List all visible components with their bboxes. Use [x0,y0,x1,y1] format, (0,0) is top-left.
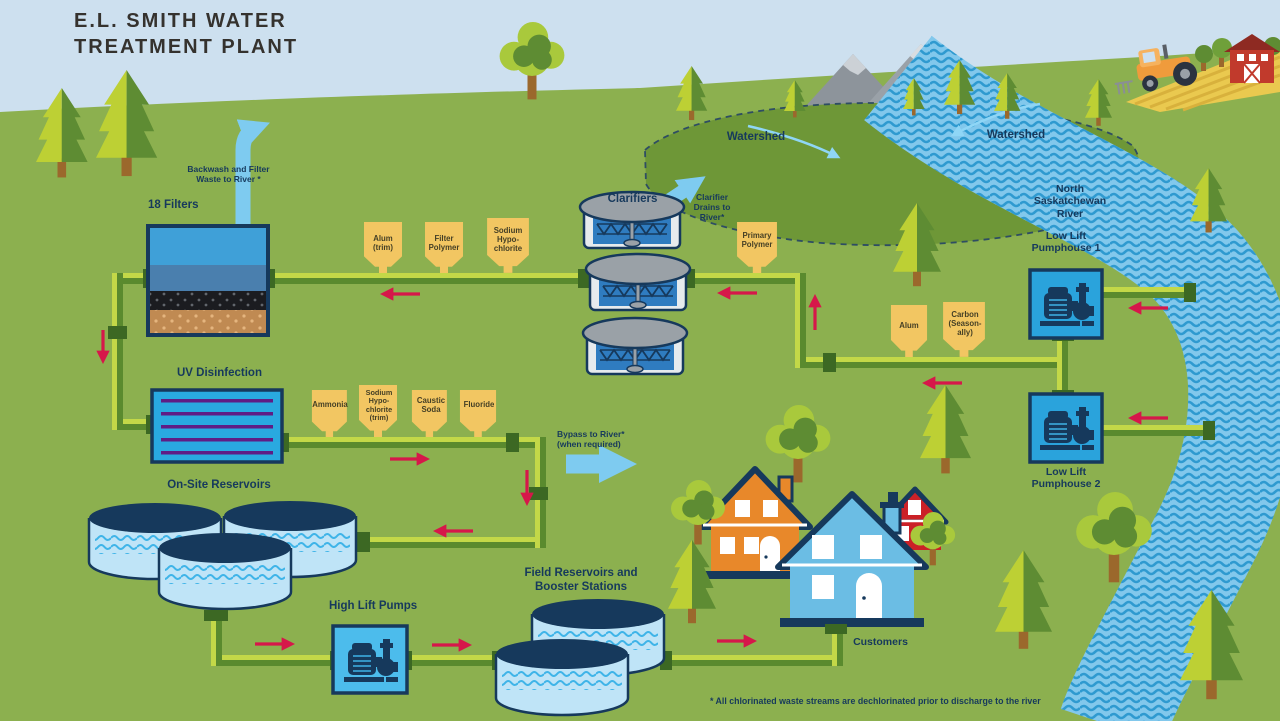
clarifiers-label: Clarifiers [607,193,658,205]
onsite-reservoir-tank [157,531,293,611]
chemical-label-fluoride: Fluoride [463,400,495,409]
chemical-label-alum-trim: Alum (trim) [373,234,393,252]
chemical-label-alum: Alum [899,321,919,330]
high-lift-pumps-label: High Lift Pumps [329,600,418,612]
watershed-flow-arrow-left [747,124,841,159]
river [864,35,1280,721]
chemical-label-caustic-soda: Caustic Soda [416,396,446,414]
low-lift-pumphouse-1-box [1028,268,1104,340]
pipe-segments [112,273,1215,666]
river-label: North Saskatchewan River [1033,183,1107,220]
high-lift-pump-box [331,624,409,695]
onsite-reservoirs [87,499,358,621]
chemical-label-ammonia: Ammonia [312,400,348,409]
filters-label: 18 Filters [148,199,199,211]
backwash-note: Backwash and Filter Waste to River * [187,164,270,185]
chemical-label-sodium-hypochlorite-trim: Sodium Hypo- chlorite (trim) [365,388,393,423]
chemical-label-carbon: Carbon (Season- ally) [948,310,982,337]
onsite-reservoirs-label: On-Site Reservoirs [167,479,271,491]
chemical-label-primary-polymer: Primary Polymer [741,231,773,249]
footnote: * All chlorinated waste streams are dech… [710,696,1041,706]
page-title: E.L. SMITH WATER TREATMENT PLANT [74,10,299,59]
low-lift-pumphouse-2-label: Low Lift Pumphouse 2 [1031,466,1101,491]
tractor-icon [1114,44,1198,95]
watershed-flow-arrow-right [950,102,1041,137]
customers-houses [668,405,956,634]
backwash-arrow [235,119,270,226]
bypass-note: Bypass to River* (when required) [557,429,625,450]
clarifier-tank [581,316,689,376]
filter-box [146,224,270,337]
field-reservoirs-label: Field Reservoirs and Booster Stations [524,567,638,593]
low-lift-pumphouse-1-label: Low Lift Pumphouse 1 [1031,230,1101,255]
uv-disinfection-unit [150,388,284,464]
uv-label: UV Disinfection [177,367,262,379]
chemical-label-filter-polymer: Filter Polymer [428,234,460,252]
watershed-left-label: Watershed [726,131,786,143]
field-reservoir-tank [494,637,630,717]
clarifier-tank [584,252,692,312]
house-icon [775,491,929,627]
customers-label: Customers [853,636,908,648]
clarifier-drains-note: Clarifier Drains to River* [693,192,731,223]
farm-icon [1114,34,1280,112]
chemical-label-sodium-hypochlorite: Sodium Hypo- chlorite [493,226,523,253]
low-lift-pumphouse-2-box [1028,392,1104,464]
watershed-right-label: Watershed [986,129,1046,141]
house-icon [697,466,813,579]
flow-arrows [96,286,1168,652]
